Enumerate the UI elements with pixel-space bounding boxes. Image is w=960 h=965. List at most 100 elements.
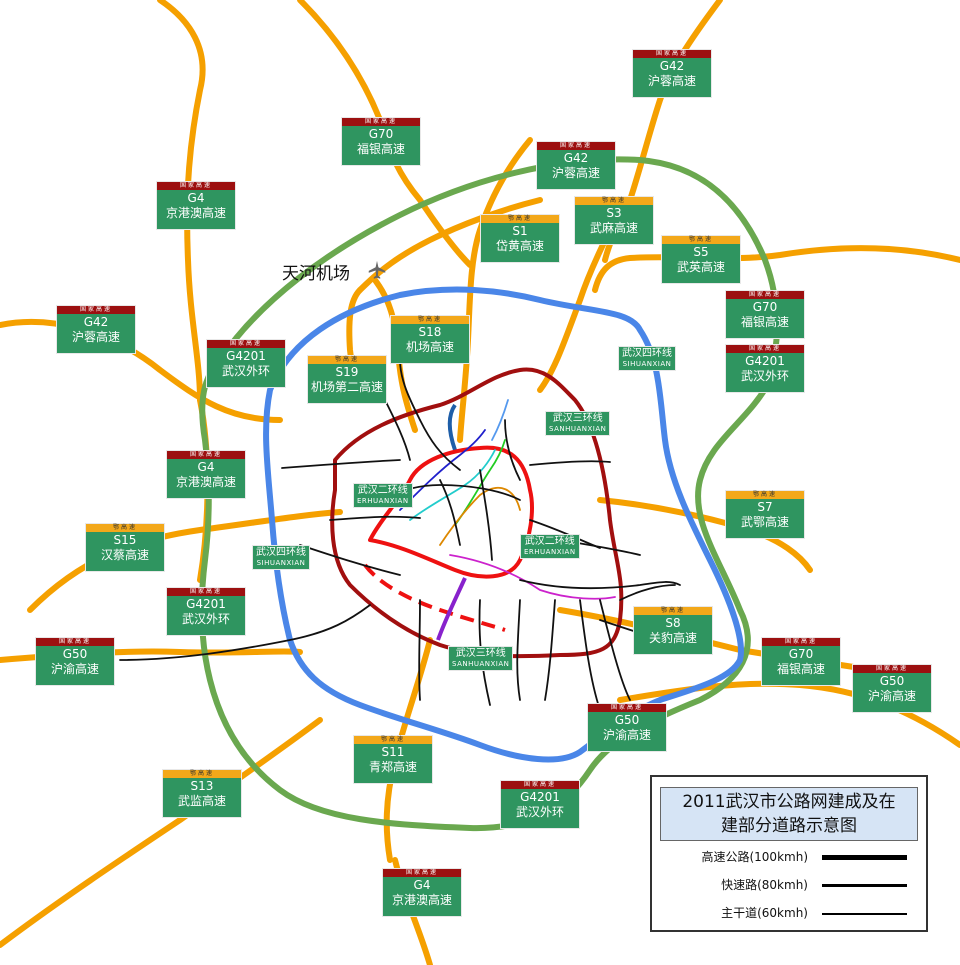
sign-code: S7 [757, 500, 773, 514]
road-inner-orange [439, 486, 521, 546]
arterial-north-4 [384, 399, 411, 461]
sign-name: 京港澳高速 [165, 206, 226, 220]
sign-band: 国家高速 [501, 781, 579, 789]
road-inner-lightblue [491, 399, 509, 441]
road-inner-cyan [409, 449, 496, 521]
sign-name: 京港澳高速 [391, 893, 452, 907]
ring-label-pinyin: SIHUANXIAN [256, 559, 306, 567]
sign-band: 鄂高速 [391, 316, 469, 324]
ring-label-pinyin: SIHUANXIAN [622, 360, 672, 368]
sign-code: G42 [83, 315, 109, 329]
ring-label-pinyin: SANHUANXIAN [549, 425, 607, 433]
arterial-north-1 [419, 419, 461, 471]
sign-name: 机场第二高速 [310, 380, 383, 394]
sign-code: G4 [197, 460, 215, 474]
sign-code: G70 [788, 647, 814, 661]
sign-g70-southeast: 国家高速 G70 福银高速 [761, 637, 841, 686]
sign-g50-south: 国家高速 G50 沪渝高速 [587, 703, 667, 752]
sign-s13: 鄂高速 S13 武监高速 [162, 769, 242, 818]
sign-name: 武汉外环 [181, 612, 230, 626]
sign-name: 沪渝高速 [867, 689, 916, 703]
airport-label: 天河机场 [282, 264, 350, 284]
sign-g4-south: 国家高速 G4 京港澳高速 [382, 868, 462, 917]
sign-band: 国家高速 [167, 451, 245, 459]
sign-code: G4 [413, 878, 431, 892]
ring-label-erhuan-east: 武汉二环线 ERHUANXIAN [520, 534, 580, 559]
sign-band: 国家高速 [726, 291, 804, 299]
sign-band: 国家高速 [383, 869, 461, 877]
sign-code: G50 [879, 674, 905, 688]
sign-name: 沪蓉高速 [71, 330, 120, 344]
map-legend: 2011武汉市公路网建成及在 建部分道路示意图 高速公路(100kmh) 快速路… [650, 775, 928, 932]
sign-code: G4201 [186, 597, 226, 611]
ring-label-sihuan-northeast: 武汉四环线 SIHUANXIAN [618, 346, 676, 371]
arterial-north-2 [504, 419, 521, 481]
ring-label-sihuan-west: 武汉四环线 SIHUANXIAN [252, 545, 310, 570]
road-g42-west [0, 319, 283, 423]
sign-s15: 鄂高速 S15 汉蔡高速 [85, 523, 165, 572]
road-s15 [27, 509, 343, 613]
sign-name: 武汉外环 [515, 805, 564, 819]
sign-g50-east: 国家高速 G50 沪渝高速 [852, 664, 932, 713]
sign-band: 鄂高速 [726, 491, 804, 499]
sign-code: S3 [606, 206, 622, 220]
sign-band: 国家高速 [167, 588, 245, 596]
ring-label-zh: 武汉三环线 [455, 648, 506, 659]
sign-band: 鄂高速 [354, 736, 432, 744]
road-inner-magenta [449, 554, 616, 600]
ring-label-sanhuan-south: 武汉三环线 SANHUANXIAN [448, 646, 514, 671]
sign-g42-northeast: 国家高速 G42 沪蓉高速 [632, 49, 712, 98]
sign-g70-east: 国家高速 G70 福银高速 [725, 290, 805, 339]
ring-label-zh: 武汉四环线 [256, 547, 306, 558]
sign-g4-northwest: 国家高速 G4 京港澳高速 [156, 181, 236, 230]
sign-name: 汉蔡高速 [100, 548, 149, 562]
road-airport-link [357, 197, 543, 293]
arterial-north-3 [399, 359, 421, 421]
sign-name: 武英高速 [676, 260, 725, 274]
sign-code: S15 [113, 533, 137, 547]
sign-band: 鄂高速 [308, 356, 386, 364]
legend-line-medium [822, 884, 907, 887]
sign-band: 国家高速 [207, 340, 285, 348]
arterial-west-3 [299, 544, 401, 576]
sign-band: 国家高速 [36, 638, 114, 646]
sign-g4201-south: 国家高速 G4201 武汉外环 [500, 780, 580, 829]
sign-code: S19 [335, 365, 359, 379]
sign-s1: 鄂高速 S1 岱黄高速 [480, 214, 560, 263]
sign-band: 国家高速 [726, 345, 804, 353]
road-inner-blue [399, 429, 486, 511]
sign-code: G4201 [745, 354, 785, 368]
legend-line-thick [822, 855, 907, 860]
ring-sanhuan [330, 367, 624, 659]
sign-code: S11 [381, 745, 405, 759]
road-g4-north [157, 0, 206, 403]
sign-name: 福银高速 [740, 315, 789, 329]
arterial-south-3 [544, 599, 556, 701]
sign-code: G42 [659, 59, 685, 73]
sign-band: 国家高速 [588, 704, 666, 712]
sign-code: G4201 [520, 790, 560, 804]
sign-name: 机场高速 [405, 340, 454, 354]
sign-s19: 鄂高速 S19 机场第二高速 [307, 355, 387, 404]
sign-name: 岱黄高速 [495, 239, 544, 253]
sign-band: 国家高速 [157, 182, 235, 190]
legend-line-thin [822, 913, 907, 915]
arterial-south-2 [516, 599, 521, 701]
ring-sihuan [263, 286, 744, 763]
legend-item-label: 快速路(80kmh) [721, 878, 808, 892]
road-inner-purple [436, 577, 467, 641]
sign-name: 武麻高速 [589, 221, 638, 235]
sign-code: G4 [187, 191, 205, 205]
sign-code: G50 [614, 713, 640, 727]
sign-g4201-southwest: 国家高速 G4201 武汉外环 [166, 587, 246, 636]
ring-label-zh: 武汉三环线 [552, 413, 603, 424]
sign-name: 武监高速 [177, 794, 226, 808]
arterial-west-2 [329, 515, 421, 521]
sign-code: G50 [62, 647, 88, 661]
ring-label-erhuan-west: 武汉二环线 ERHUANXIAN [353, 483, 413, 508]
sign-code: S1 [512, 224, 528, 238]
ring-label-pinyin: SANHUANXIAN [452, 660, 510, 668]
road-s5 [592, 245, 960, 293]
sign-g42-west: 国家高速 G42 沪蓉高速 [56, 305, 136, 354]
sign-band: 国家高速 [762, 638, 840, 646]
